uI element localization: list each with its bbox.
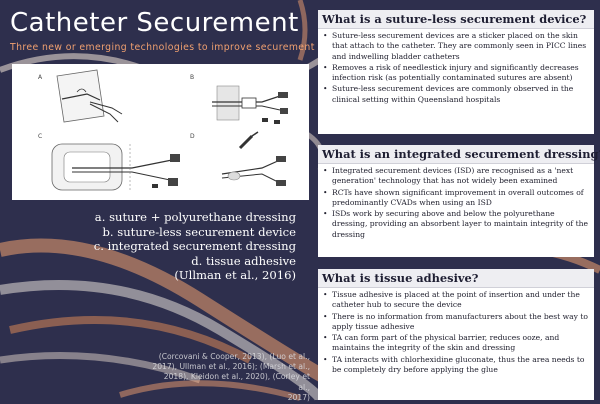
bullet-list: Suture-less securement devices are a sti… bbox=[318, 29, 594, 108]
bullet-item: Tissue adhesive is placed at the point o… bbox=[322, 290, 590, 311]
tissue-adhesive-panel: What is tissue adhesive? Tissue adhesive… bbox=[318, 269, 594, 400]
legend-citation: (Ullman et al., 2016) bbox=[174, 268, 296, 283]
catheter-device-drawing: A B C D bbox=[12, 64, 309, 200]
bullet-item: TA can form part of the physical barrier… bbox=[322, 333, 590, 354]
bullet-item: Suture-less securement devices are a sti… bbox=[322, 31, 590, 62]
poster-title: Catheter Securement bbox=[10, 8, 299, 38]
reference-line: 2017), Ullman et al., 2016); (Marsh et a… bbox=[152, 362, 310, 372]
section-heading: What is tissue adhesive? bbox=[318, 269, 594, 288]
bullet-item: RCTs have shown significant improvement … bbox=[322, 188, 590, 209]
panel-label-b: B bbox=[190, 74, 194, 81]
legend-line-c: c. integrated securement dressing bbox=[93, 239, 296, 254]
poster-subtitle: Three new or emerging technologies to im… bbox=[10, 42, 315, 53]
securement-illustration: A B C D bbox=[12, 64, 309, 200]
suture-less-device-panel: What is a suture-less securement device?… bbox=[318, 10, 594, 134]
legend-line-b: b. suture-less securement device bbox=[102, 224, 296, 239]
panel-label-c: C bbox=[38, 133, 42, 140]
integrated-dressing-panel: What is an integrated securement dressin… bbox=[318, 145, 600, 257]
bullet-item: ISDs work by securing above and below th… bbox=[322, 209, 590, 240]
panel-label-d: D bbox=[190, 133, 195, 140]
bullet-item: Suture-less securement devices are commo… bbox=[322, 84, 590, 105]
panel-label-a: A bbox=[38, 74, 43, 81]
bullet-item: TA interacts with chlorhexidine gluconat… bbox=[322, 355, 590, 376]
legend-line-d: d. tissue adhesive bbox=[191, 253, 296, 268]
bullet-item: Integrated securement devices (ISD) are … bbox=[322, 166, 590, 187]
bullet-item: Removes a risk of needlestick injury and… bbox=[322, 63, 590, 84]
legend-line-a: a. suture + polyurethane dressing bbox=[94, 210, 296, 224]
bullet-list: Tissue adhesive is placed at the point o… bbox=[318, 288, 594, 378]
section-heading: What is an integrated securement dressin… bbox=[318, 145, 600, 164]
bullet-item: There is no information from manufacture… bbox=[322, 312, 590, 333]
figure-legend: a. suture + polyurethane dressing b. sut… bbox=[0, 210, 296, 283]
reference-line: 2018), Kleidon et al., 2020), (Corley et… bbox=[163, 372, 310, 392]
reference-line: 2017) bbox=[287, 392, 310, 402]
section-heading: What is a suture-less securement device? bbox=[318, 10, 594, 29]
reference-list: (Corcovani & Cooper, 2013), (Luo et al.,… bbox=[152, 352, 310, 403]
bullet-list: Integrated securement devices (ISD) are … bbox=[318, 164, 594, 243]
reference-line: (Corcovani & Cooper, 2013), (Luo et al., bbox=[158, 352, 310, 361]
